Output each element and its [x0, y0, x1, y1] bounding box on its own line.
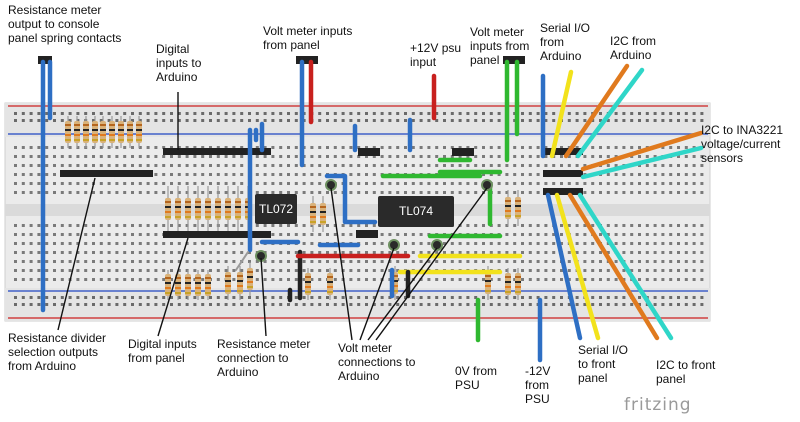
label-resistance-meter-connection: Resistance meter connection to Arduino — [217, 337, 311, 379]
label-zero-v-from-psu: 0V from PSU — [455, 364, 498, 392]
diode-center — [356, 230, 378, 238]
label-i2c-to-front: I2C to front panel — [656, 358, 716, 386]
breadboard-holes — [14, 112, 704, 306]
label-digital-inputs-to-arduino: Digital inputs to Arduino — [156, 42, 202, 84]
header-digital-inputs-top — [163, 148, 271, 155]
annotation-lines — [57, 92, 488, 341]
header-serial-i2c-bottom — [543, 188, 583, 195]
chip-tl072 — [255, 194, 297, 224]
label-volt-meter-connections: Volt meter connections to Arduino — [338, 341, 416, 383]
header-serial-i2c-top — [543, 148, 583, 155]
label-minus-12v-from-psu: -12V from PSU — [525, 364, 551, 406]
connector-resistance-meter — [38, 56, 52, 64]
header-resistance-divider — [60, 170, 153, 177]
label-serial-io-from-arduino: Serial I/O from Arduino — [540, 21, 591, 63]
chip-tl072-label: TL072 — [259, 202, 293, 216]
connector-volt-meter-left — [296, 56, 318, 64]
header-digital-inputs-bottom — [163, 231, 271, 238]
label-volt-meter-inputs-right: Volt meter inputs from panel — [470, 25, 530, 67]
connector-volt-meter-right — [503, 56, 525, 64]
center-channel — [5, 204, 710, 216]
label-resistance-meter-output: Resistance meter output to console panel… — [8, 3, 122, 45]
label-i2c-from-arduino: I2C from Arduino — [610, 34, 657, 62]
header-serial-i2c-mid — [543, 170, 583, 177]
label-psu-input: +12V psu input — [410, 41, 462, 69]
fritzing-logo: fritzing — [624, 395, 692, 415]
chip-tl074 — [378, 196, 454, 227]
label-i2c-to-ina3221: I2C to INA3221 voltage/current sensors — [701, 123, 784, 165]
label-resistance-divider: Resistance divider selection outputs fro… — [8, 331, 107, 373]
label-digital-inputs-from-panel: Digital inputs from panel — [128, 337, 197, 365]
diode-top-right — [452, 148, 474, 156]
node-volt-meter-4 — [431, 239, 443, 251]
node-volt-meter-2 — [481, 179, 493, 191]
label-serial-io-to-front: Serial I/O to front panel — [578, 343, 629, 385]
chip-tl074-label: TL074 — [399, 204, 433, 218]
wires — [40, 59, 704, 363]
diode-top-left — [358, 148, 380, 156]
label-volt-meter-inputs-left: Volt meter inputs from panel — [263, 24, 353, 52]
